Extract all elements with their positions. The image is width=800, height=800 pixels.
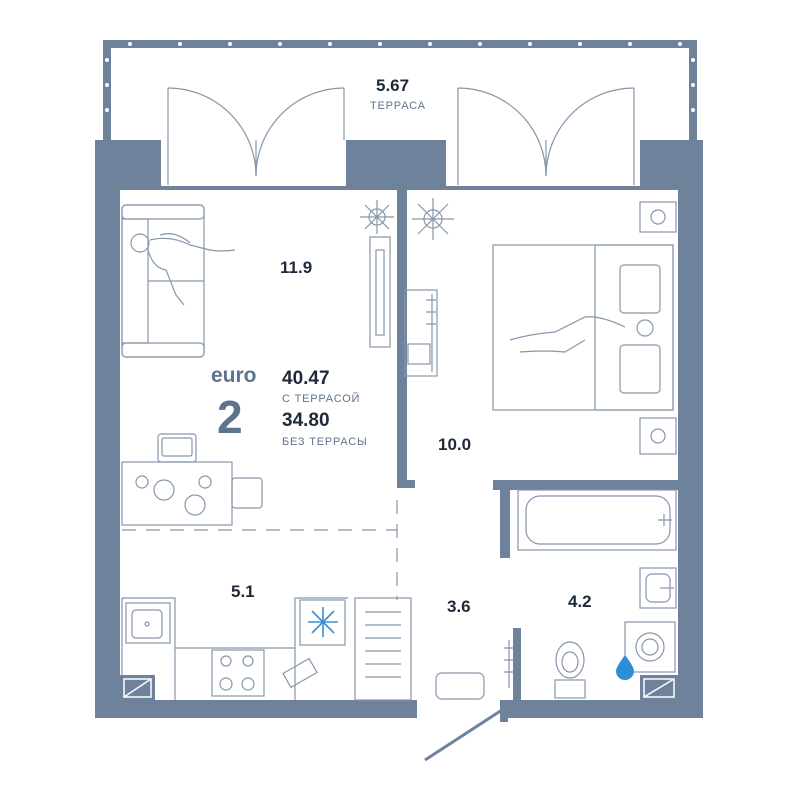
sink-icon <box>125 602 171 644</box>
cutting-board-icon <box>282 657 318 689</box>
bathroom-area: 4.2 <box>568 592 592 611</box>
washing-machine-icon <box>624 621 676 673</box>
terrace-railing-right <box>689 40 697 140</box>
without-terrace-label: БЕЗ ТЕРРАСЫ <box>282 436 368 448</box>
terrace <box>103 40 697 185</box>
toilet-icon <box>554 641 586 699</box>
area-with-terrace: 40.47 <box>282 368 330 389</box>
terrace-label: ТЕРРАСА <box>370 100 426 112</box>
wardrobe-icon <box>404 289 438 377</box>
kitchen-area: 5.1 <box>231 582 255 601</box>
hanger-icon <box>504 640 514 688</box>
plant-icon <box>360 200 394 234</box>
kitchen-counter <box>121 597 348 700</box>
water-drop-icon <box>616 655 634 680</box>
zone-separators <box>122 500 398 600</box>
washbasin-icon <box>639 201 677 455</box>
armchair-icon <box>157 433 197 463</box>
ottoman-icon <box>435 672 485 700</box>
bed-icon <box>492 244 674 411</box>
with-terrace-label: С ТЕРРАСОЙ <box>282 393 361 405</box>
terrace-railing-left <box>103 40 111 140</box>
apartment-type: euro <box>211 364 257 387</box>
entrance-door-frame <box>500 700 508 722</box>
dining-table-icon <box>121 461 263 526</box>
sofa-icon <box>121 204 205 358</box>
stove-icon <box>211 649 265 697</box>
terrace-area: 5.67 <box>376 76 410 95</box>
washbasin-bath-icon <box>639 567 677 609</box>
plant-icon-2 <box>412 198 454 240</box>
entrance-door <box>424 706 506 762</box>
rooms-count: 2 <box>217 391 243 443</box>
fridge-icon <box>299 599 346 646</box>
bathtub-icon <box>517 489 677 551</box>
area-without-terrace: 34.80 <box>282 410 330 431</box>
radiator-icon <box>354 597 412 701</box>
terrace-railing <box>103 40 697 48</box>
living-room-area: 11.9 <box>280 258 313 277</box>
hall-area: 3.6 <box>447 597 471 616</box>
bedroom-area: 10.0 <box>438 435 472 454</box>
tv-icon <box>369 236 391 348</box>
person-icon <box>130 233 236 306</box>
walls <box>95 140 703 718</box>
person-icon-2 <box>509 316 654 353</box>
